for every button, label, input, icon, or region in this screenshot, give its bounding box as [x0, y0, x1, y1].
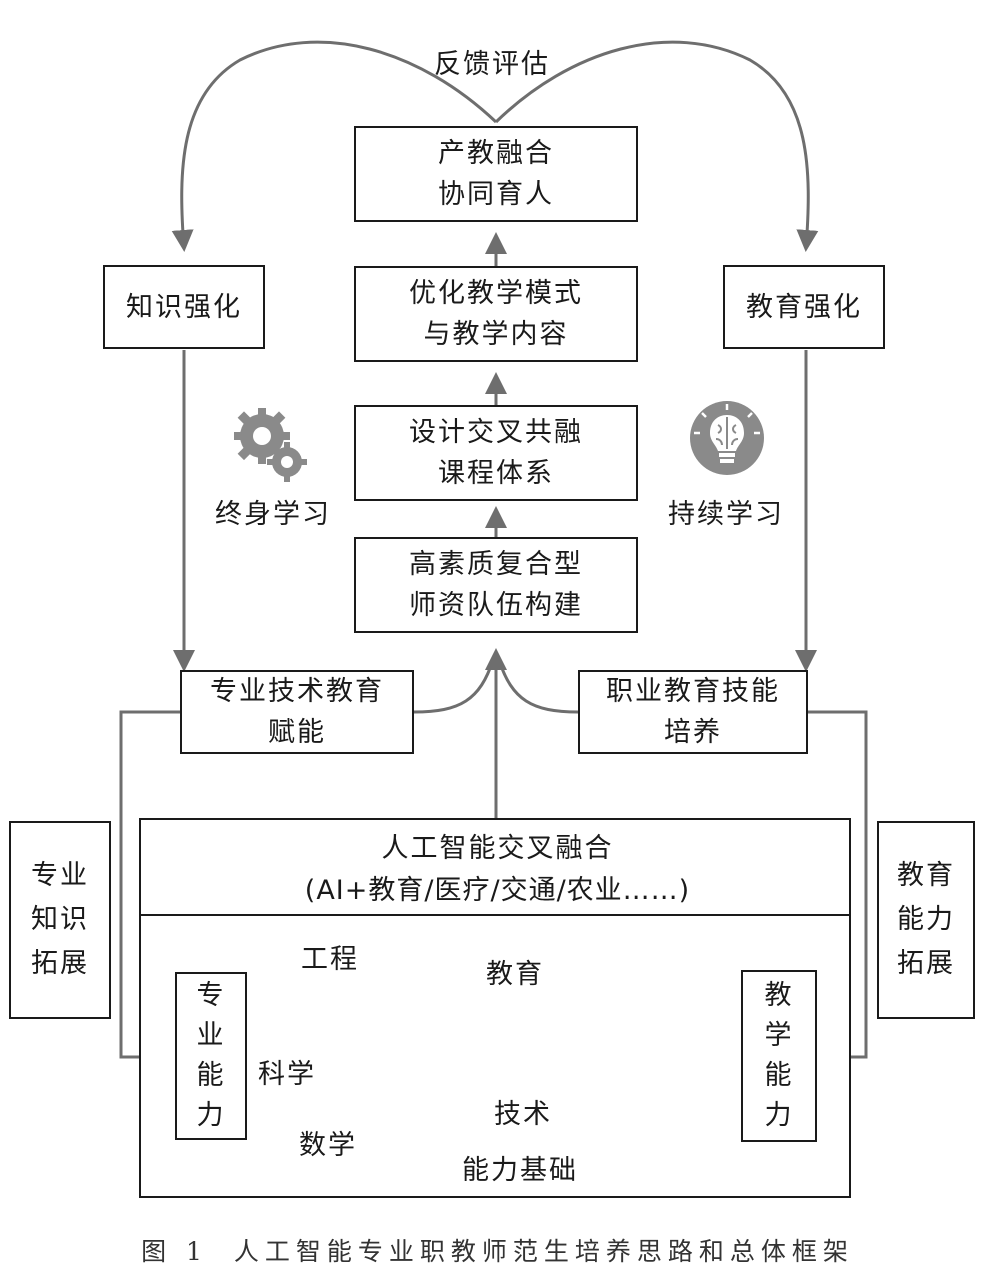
feedback-loop-left — [171, 40, 498, 252]
gears-icon — [234, 408, 307, 482]
teaching-ability-char: 教 — [764, 980, 794, 1011]
node-label-math: 数学 — [299, 1130, 357, 1161]
box-professional-ability: 专 业 能 力 — [175, 972, 247, 1140]
caption-text: 人工智能专业职教师范生培养思路和总体框架 — [233, 1237, 854, 1266]
knowledge-expand-line1: 专业 — [31, 860, 89, 891]
box-industry-education-integration: 产教融合 协同育人 — [354, 126, 638, 222]
box-knowledge-strengthen: 知识强化 — [103, 265, 265, 349]
figure-caption: 图 1 人工智能专业职教师范生培养思路和总体框架 — [0, 1232, 995, 1268]
panel-divider — [139, 914, 851, 916]
stem-label: STEM+ — [640, 1036, 728, 1061]
box-vocational-skill-cultivate: 职业教育技能 培养 — [578, 670, 808, 754]
empower-line1: 专业技术教育 — [210, 676, 384, 707]
box-faculty-line1: 高素质复合型 — [409, 549, 583, 580]
professional-ability-char: 力 — [196, 1100, 226, 1131]
education-strengthen-label: 教育强化 — [746, 291, 862, 323]
box-faculty-line2: 师资队伍构建 — [409, 590, 583, 621]
box-design-line2: 课程体系 — [438, 458, 554, 489]
professional-ability-char: 业 — [196, 1020, 226, 1051]
box-optimize-line1: 优化教学模式 — [409, 278, 583, 309]
lifelong-learning-label: 终身学习 — [215, 499, 331, 530]
empower-line2: 赋能 — [268, 717, 326, 748]
box-industry-education-line1: 产教融合 — [438, 138, 554, 169]
teaching-ability-char: 学 — [764, 1020, 794, 1051]
box-education-strengthen: 教育强化 — [723, 265, 885, 349]
knowledge-strengthen-label: 知识强化 — [126, 291, 242, 323]
box-design-line1: 设计交叉共融 — [409, 417, 583, 448]
ai-panel-title: 人工智能交叉融合 — [381, 833, 614, 864]
knowledge-expand-line2: 知识 — [31, 904, 89, 935]
ability-expand-line3: 拓展 — [897, 948, 955, 979]
ability-expand-line2: 能力 — [897, 904, 955, 935]
brain-bulb-icon — [690, 401, 764, 475]
box-optimize-line2: 与教学内容 — [423, 319, 569, 350]
cultivate-line2: 培养 — [664, 717, 722, 748]
box-professional-knowledge-expand: 专业 知识 拓展 — [9, 821, 111, 1019]
node-label-education: 教育 — [486, 959, 544, 990]
teaching-ability-char: 力 — [764, 1100, 794, 1131]
caption-number: 图 1 — [141, 1237, 208, 1266]
ai-panel-subtitle: (AI+教育/医疗/交通/农业……) — [304, 875, 691, 906]
professional-ability-char: 专 — [196, 980, 226, 1011]
box-design-curriculum: 设计交叉共融 课程体系 — [354, 405, 638, 501]
feedback-loop-right — [494, 40, 819, 252]
box-optimize-teaching: 优化教学模式 与教学内容 — [354, 266, 638, 362]
box-professional-tech-empower: 专业技术教育 赋能 — [180, 670, 414, 754]
box-teaching-ability: 教 学 能 力 — [741, 970, 817, 1142]
node-label-engineering: 工程 — [301, 944, 359, 975]
teaching-ability-char: 能 — [764, 1060, 794, 1091]
box-faculty-team: 高素质复合型 师资队伍构建 — [354, 537, 638, 633]
professional-ability-char: 能 — [196, 1060, 226, 1091]
continuous-learning-label: 持续学习 — [668, 499, 784, 530]
curve-cultivate-to-center — [497, 659, 579, 714]
cultivate-line1: 职业教育技能 — [606, 676, 780, 707]
knowledge-expand-line3: 拓展 — [31, 948, 89, 979]
box-education-ability-expand: 教育 能力 拓展 — [877, 821, 975, 1019]
box-industry-education-line2: 协同育人 — [438, 179, 554, 210]
node-label-technology: 技术 — [494, 1099, 552, 1130]
node-label-science: 科学 — [258, 1059, 316, 1090]
ai-integration-panel — [139, 818, 851, 1198]
ability-expand-line1: 教育 — [897, 860, 955, 891]
curve-empower-to-center — [413, 659, 495, 714]
foundation-label: 能力基础 — [462, 1155, 578, 1186]
feedback-label: 反馈评估 — [434, 49, 550, 80]
